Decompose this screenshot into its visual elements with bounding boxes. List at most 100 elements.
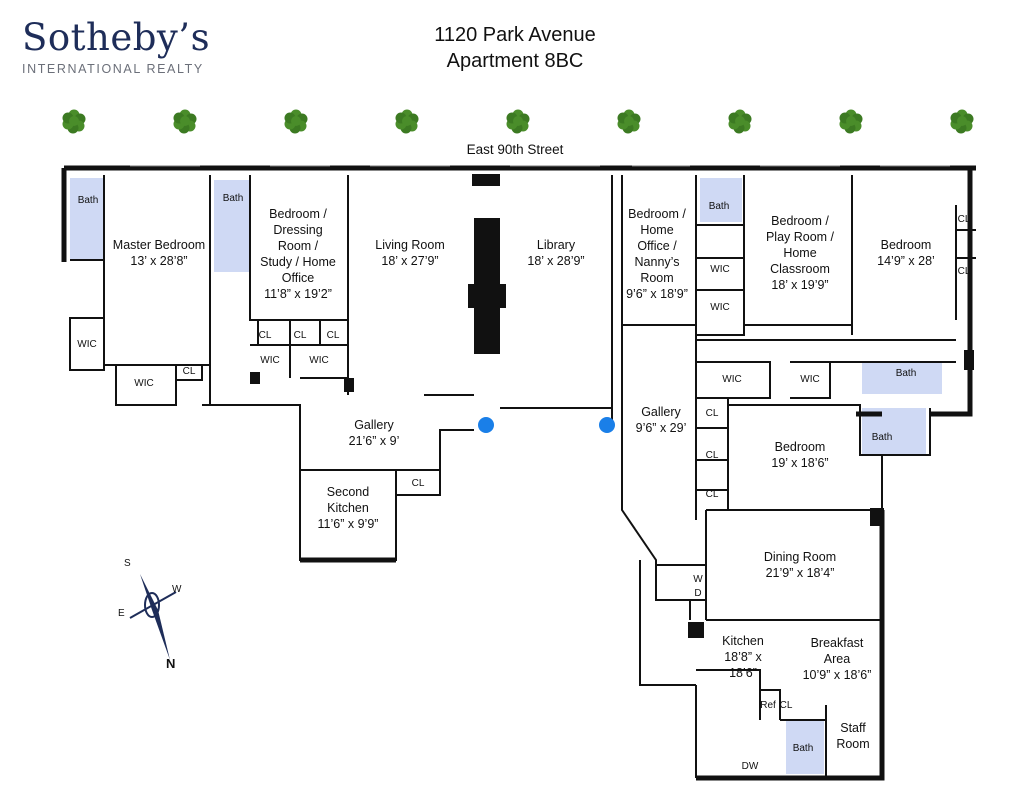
room-kitchen2-l2: Kitchen	[327, 501, 369, 515]
column-top	[472, 174, 500, 186]
room-master-name: Master Bedroom	[113, 238, 205, 252]
markers	[478, 417, 615, 433]
tree-icon	[506, 109, 530, 134]
room-staff-l1: Staff	[840, 721, 866, 735]
column-kitchen	[688, 622, 704, 638]
room-nanny-l2: Home	[640, 223, 673, 237]
room-gallery-w-dims: 21’6” x 9’	[349, 434, 400, 448]
room-living-name: Living Room	[375, 238, 444, 252]
room-breakfast-l2: Area	[824, 652, 850, 666]
room-kitchen-name: Kitchen	[722, 634, 764, 648]
room-nanny-dims: 9’6” x 18’9”	[626, 287, 688, 301]
bath-fill-nanny	[700, 178, 742, 222]
room-gallery-e-dims: 9’6” x 29’	[636, 421, 687, 435]
location-marker[interactable]	[478, 417, 494, 433]
room-dressing-l3: Room /	[278, 239, 319, 253]
brand-logo: Sotheby’s INTERNATIONAL REALTY	[22, 16, 211, 77]
chimney	[250, 174, 974, 638]
column-west	[250, 372, 260, 384]
label-cl-9: CL	[706, 450, 719, 461]
label-wic-5: WIC	[710, 264, 729, 275]
compass-w: W	[172, 584, 182, 595]
tree-icon	[62, 109, 86, 134]
room-dressing-dims: 11’8” x 19’2”	[264, 287, 332, 301]
bath-fill-east	[862, 362, 942, 394]
bath-fill-staff	[786, 720, 824, 774]
room-gallery-w-name: Gallery	[354, 418, 394, 432]
label-dryer: D	[694, 588, 701, 599]
room-dressing-l1: Bedroom /	[269, 207, 327, 221]
label-cl-4: CL	[327, 330, 340, 341]
label-bath-staff: Bath	[793, 743, 814, 754]
label-cl-11: CL	[780, 700, 793, 711]
compass-n: N	[166, 656, 175, 671]
room-dressing-l5: Office	[282, 271, 314, 285]
location-marker[interactable]	[599, 417, 615, 433]
room-library-dims: 18’ x 28’9”	[527, 254, 584, 268]
chimney-flare	[468, 284, 506, 308]
room-gallery-e-name: Gallery	[641, 405, 681, 419]
column-gallery	[344, 378, 354, 392]
room-kitchen2-dims: 11’6” x 9’9”	[318, 517, 379, 531]
room-south-bed-dims: 19’ x 18’6”	[771, 456, 828, 470]
label-bath-dressing: Bath	[223, 193, 244, 204]
room-south-bed-name: Bedroom	[775, 440, 826, 454]
label-cl-1: CL	[183, 366, 196, 377]
brand-name: Sotheby’s	[22, 16, 211, 59]
room-dining-dims: 21’9” x 18’4”	[766, 566, 835, 580]
room-breakfast-l1: Breakfast	[811, 636, 864, 650]
room-living-dims: 18’ x 27’9”	[381, 254, 438, 268]
compass-s: S	[124, 558, 131, 569]
room-play-l2: Play Room /	[766, 230, 835, 244]
compass-bar	[129, 591, 177, 619]
room-dressing-l4: Study / Home	[260, 255, 336, 269]
tree-icon	[284, 109, 308, 134]
room-play-l4: Classroom	[770, 262, 830, 276]
label-bath-bedroom: Bath	[872, 432, 893, 443]
tree-icon	[173, 109, 197, 134]
tree-icon	[950, 109, 974, 134]
column-east	[964, 350, 974, 370]
room-east-bed-name: Bedroom	[881, 238, 932, 252]
tree-icon	[839, 109, 863, 134]
interior-walls	[69, 175, 976, 778]
room-breakfast-dims: 10’9” x 18’6”	[803, 668, 872, 682]
label-bath-nanny: Bath	[709, 201, 730, 212]
room-nanny-l1: Bedroom /	[628, 207, 686, 221]
room-dining-name: Dining Room	[764, 550, 836, 564]
room-play-l1: Bedroom /	[771, 214, 829, 228]
room-master-dims: 13’ x 28’8”	[130, 254, 187, 268]
tree-icon	[617, 109, 641, 134]
room-play-l3: Home	[783, 246, 816, 260]
tree-icon	[728, 109, 752, 134]
label-cl-2: CL	[259, 330, 272, 341]
label-wic-3: WIC	[260, 355, 279, 366]
label-wic-4: WIC	[309, 355, 328, 366]
bath-fill-master	[70, 178, 104, 260]
label-wic-1: WIC	[77, 339, 96, 350]
room-kitchen-dims1: 18’8” x	[724, 650, 762, 664]
label-cl-5: CL	[412, 478, 425, 489]
label-cl-3: CL	[294, 330, 307, 341]
label-cl-7: CL	[958, 266, 971, 277]
room-staff-l2: Room	[836, 737, 869, 751]
room-kitchen-dims2: 18’6”	[729, 666, 757, 680]
room-kitchen2-l1: Second	[327, 485, 369, 499]
compass-rose: S W E N	[118, 558, 182, 671]
label-bath-east: Bath	[896, 368, 917, 379]
bath-fill-dressing	[214, 180, 250, 272]
room-labels: Master Bedroom 13’ x 28’8” Bedroom / Dre…	[113, 207, 935, 751]
brand-subtitle: INTERNATIONAL REALTY	[22, 62, 204, 76]
label-refrigerator: Ref	[760, 700, 776, 711]
label-wic-6: WIC	[710, 302, 729, 313]
label-washer: W	[693, 574, 703, 585]
label-wic-8: WIC	[800, 374, 819, 385]
label-cl-8: CL	[706, 408, 719, 419]
exterior-walls	[61, 165, 976, 781]
room-play-dims: 18’ x 19’9”	[771, 278, 828, 292]
label-bath-master: Bath	[78, 195, 99, 206]
tree-icon	[395, 109, 419, 134]
utility-labels: Bath Bath Bath Bath Bath Bath WIC WIC WI…	[77, 193, 971, 772]
room-library-name: Library	[537, 238, 576, 252]
